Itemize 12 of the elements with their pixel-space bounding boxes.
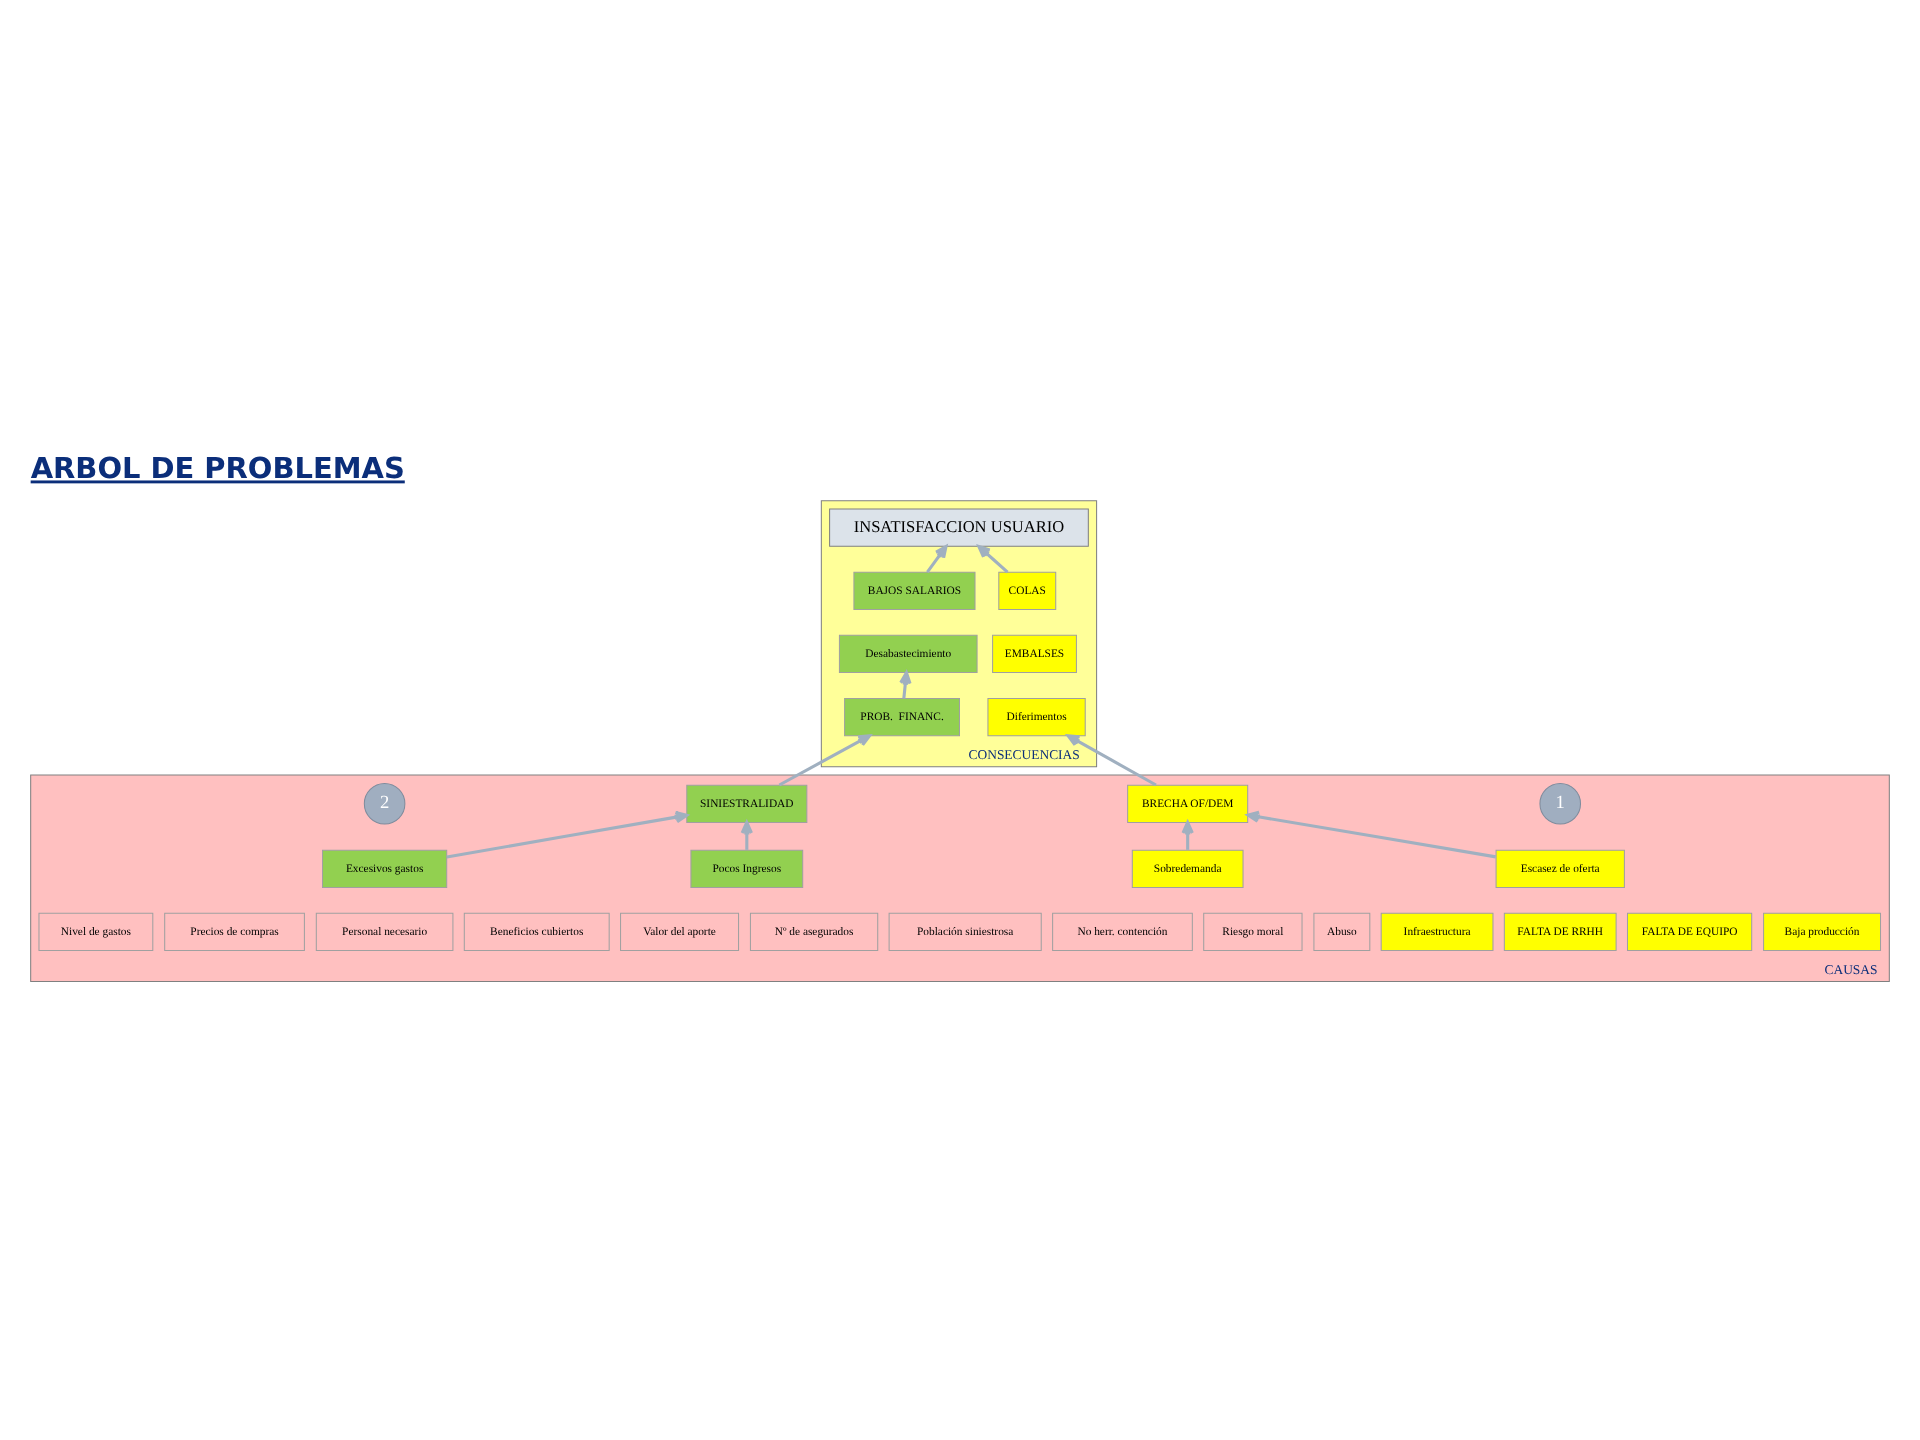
arrow [1066,733,1157,786]
arrow [926,544,948,573]
diagram-title: ARBOL DE PROBLEMAS [30,453,405,486]
arrow [1181,819,1194,849]
arrow [446,809,689,858]
node-box: INSATISFACCION USUARIO [829,507,1089,546]
node-circle: 1 [1539,782,1582,824]
arrow [778,733,872,786]
node-circle: 2 [363,782,406,824]
arrow [1246,809,1496,858]
arrow [740,819,753,849]
arrow [977,544,1009,573]
